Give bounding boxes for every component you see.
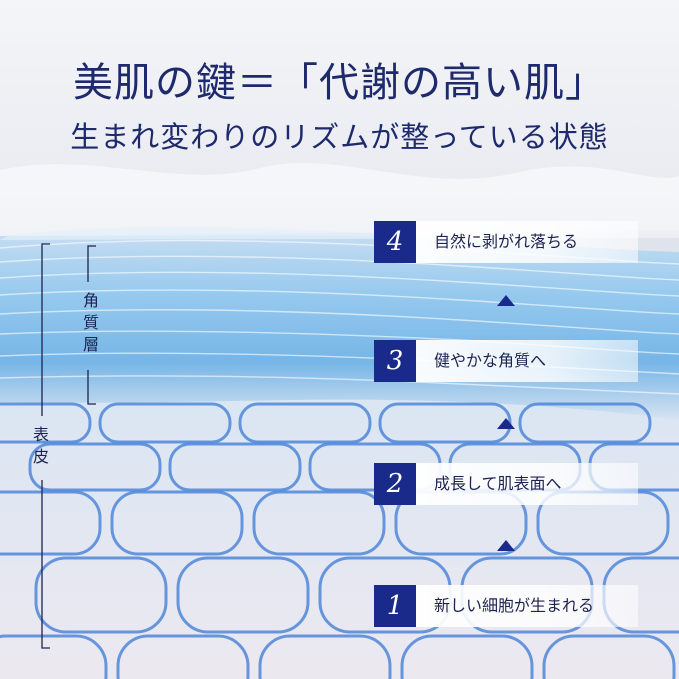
epidermis-bracket (41, 243, 50, 649)
step-1: 1 新しい細胞が生まれる (374, 585, 638, 627)
step-number-badge: 3 (374, 340, 416, 382)
surface-texture (0, 162, 679, 240)
page-title: 美肌の鍵＝「代謝の高い肌」 (73, 60, 606, 106)
up-arrow-icon (497, 540, 515, 551)
step-4: 4 自然に剥がれ落ちる (374, 221, 638, 263)
step-bar (416, 221, 638, 263)
epidermis-char: 皮 (32, 447, 49, 466)
step-number-badge: 4 (374, 221, 416, 263)
stratum-corneum-label: 角 質 層 (80, 290, 102, 356)
stratum-corneum-char: 角 (82, 291, 99, 310)
up-arrow-icon (497, 295, 515, 306)
step-label: 健やかな角質へ (434, 351, 547, 370)
step-label: 成長して肌表面へ (434, 474, 562, 493)
step-number-badge: 2 (374, 463, 416, 505)
step-bar (416, 463, 638, 505)
epidermis-label: 表 皮 (30, 424, 52, 468)
step-number-badge: 1 (374, 585, 416, 627)
stratum-corneum-char: 質 (82, 313, 99, 332)
cell-layer-background (0, 380, 679, 679)
step-label: 自然に剥がれ落ちる (434, 232, 579, 251)
step-label: 新しい細胞が生まれる (434, 596, 595, 615)
step-bar (416, 340, 638, 382)
step-2: 2 成長して肌表面へ (374, 463, 638, 505)
step-bar (416, 585, 638, 627)
up-arrow-icon (497, 418, 515, 429)
page-subtitle: 生まれ変わりのリズムが整っている状態 (70, 120, 609, 154)
layer-brackets (41, 243, 96, 649)
stratum-corneum-char: 層 (82, 335, 99, 354)
stratum-corneum-bracket (87, 245, 96, 405)
epidermis-char: 表 (32, 425, 49, 444)
step-3: 3 健やかな角質へ (374, 340, 638, 382)
